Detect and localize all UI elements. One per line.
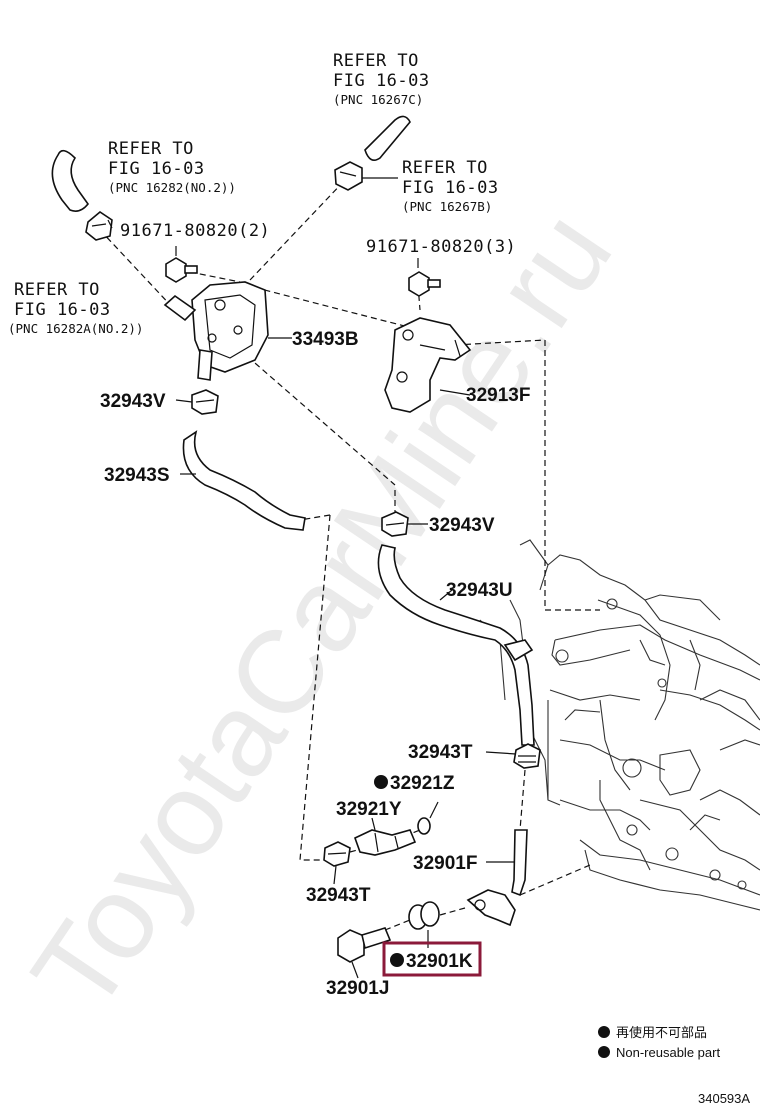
clamp-16282a: [85, 211, 113, 241]
reference-16282a: REFER TO FIG 16-03 (PNC 16282A(NO.2)): [8, 280, 143, 336]
part-label-32901k[interactable]: 32901K: [406, 951, 473, 972]
gasket-32921z: [417, 817, 431, 835]
ref-pnc: (PNC 16267B): [402, 199, 492, 214]
legend-line-en: Non-reusable part: [616, 1045, 720, 1060]
ref-label: REFER TO: [402, 158, 488, 178]
hose-32943s: [182, 430, 306, 531]
ref-pnc: (PNC 16267C): [333, 92, 423, 107]
part-label-32943s[interactable]: 32943S: [104, 465, 170, 486]
bracket-32913f: [384, 317, 472, 413]
legend-line-jp: 再使用不可部品: [616, 1025, 707, 1040]
reference-16267c: REFER TO FIG 16-03 (PNC 16267C): [333, 51, 430, 107]
part-label-32943v-upper[interactable]: 32943V: [100, 391, 166, 412]
part-label-32901j[interactable]: 32901J: [326, 978, 389, 999]
gasket-32901k: [408, 901, 440, 930]
non-reusable-marker: [374, 775, 388, 789]
assembly-lines: [99, 179, 600, 931]
legend: 再使用不可部品 Non-reusable part: [598, 1025, 720, 1060]
oil-cooler-33493b: [163, 281, 269, 381]
clamp-32943t-left: [323, 841, 351, 867]
figure-id: 340593A: [698, 1091, 750, 1106]
clamp-16267b: [334, 161, 363, 191]
reference-16267b: REFER TO FIG 16-03 (PNC 16267B): [402, 158, 499, 214]
part-label-32943v-lower[interactable]: 32943V: [429, 515, 495, 536]
hose-32943u: [377, 544, 535, 746]
part-label-bolt-left[interactable]: 91671-80820(2): [120, 221, 270, 241]
engine-block-illustration: [479, 539, 760, 911]
ref-fig: FIG 16-03: [402, 178, 499, 198]
part-label-32921y[interactable]: 32921Y: [336, 799, 402, 820]
ref-label: REFER TO: [333, 51, 419, 71]
clamp-32943t-right: [513, 743, 541, 769]
bolt-91671-left: [165, 257, 198, 283]
clamp-32943v-upper: [191, 389, 219, 415]
part-label-32943t-left[interactable]: 32943T: [306, 885, 371, 906]
ref-pnc: (PNC 16282(NO.2)): [108, 180, 236, 195]
hose-stub-16282: [51, 149, 90, 212]
part-label-32921z[interactable]: 32921Z: [390, 773, 455, 794]
ref-fig: FIG 16-03: [14, 300, 111, 320]
part-label-32943u[interactable]: 32943U: [446, 580, 513, 601]
reference-16282: REFER TO FIG 16-03 (PNC 16282(NO.2)): [108, 139, 236, 195]
leader-lines: [107, 177, 517, 979]
ref-label: REFER TO: [108, 139, 194, 159]
part-label-33493b[interactable]: 33493B: [292, 329, 359, 350]
part-label-32913f[interactable]: 32913F: [466, 385, 530, 406]
part-label-32943t-right[interactable]: 32943T: [408, 742, 473, 763]
ref-label: REFER TO: [14, 280, 100, 300]
ref-pnc: (PNC 16282A(NO.2)): [8, 321, 143, 336]
ref-fig: FIG 16-03: [333, 71, 430, 91]
hose-stub-16267c: [364, 115, 411, 161]
highlight-box: [382, 941, 482, 977]
union-32921y: [354, 829, 417, 856]
legend-bullet: [598, 1046, 610, 1058]
part-label-bolt-right[interactable]: 91671-80820(3): [366, 237, 516, 257]
non-reusable-marker: [390, 953, 404, 967]
part-label-32901f[interactable]: 32901F: [413, 853, 477, 874]
clamp-32943v-lower: [381, 511, 409, 537]
bolt-32901j: [337, 927, 392, 963]
legend-bullet: [598, 1026, 610, 1038]
bolt-91671-right: [408, 271, 441, 297]
ref-fig: FIG 16-03: [108, 159, 205, 179]
pipe-32901f: [466, 829, 528, 927]
